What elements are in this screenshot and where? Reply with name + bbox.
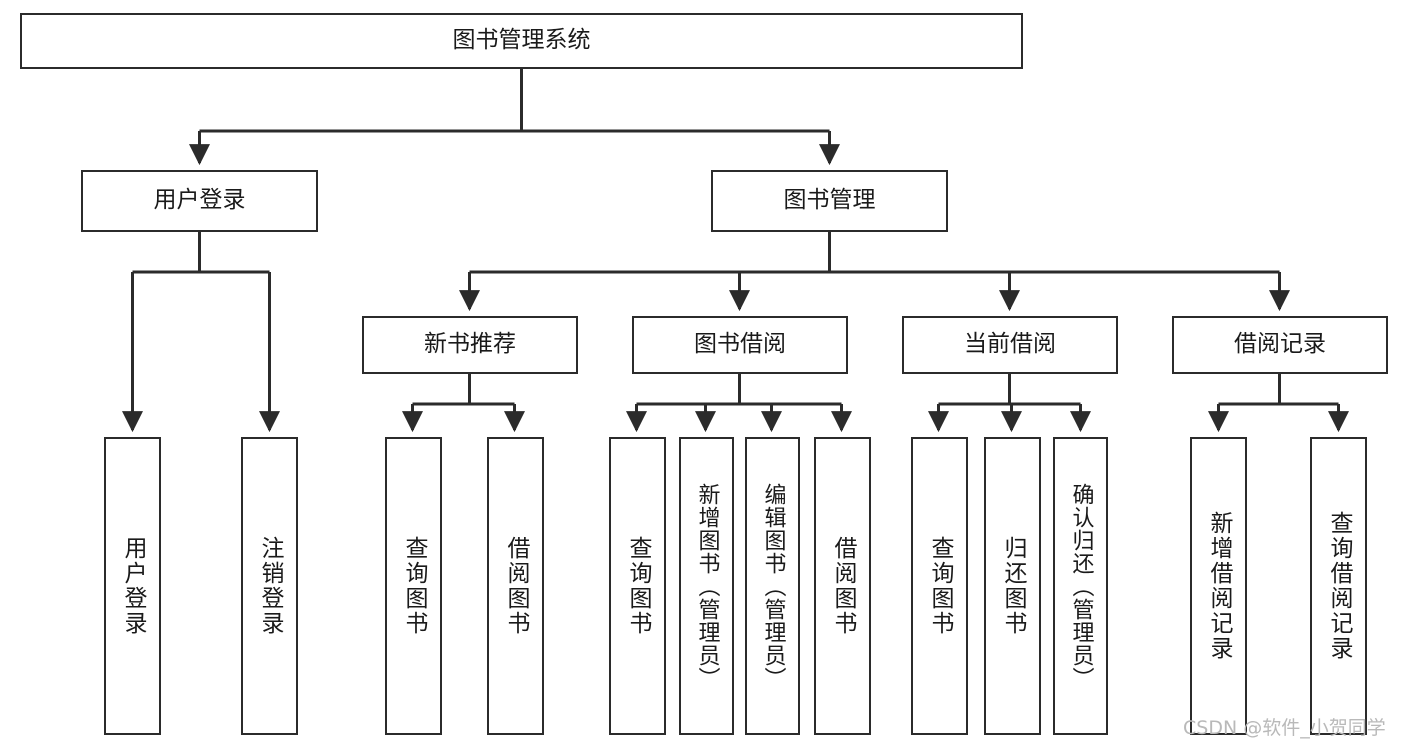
node-label: 借阅图书 (830, 536, 856, 636)
node-label: 新增图书（管理员） (694, 482, 720, 690)
node-root-system[interactable]: 图书管理系统 (20, 13, 1023, 69)
node-label: 用户登录 (153, 187, 246, 214)
node-label: 借阅记录 (1234, 331, 1326, 358)
watermark: CSDN @软件_小贺同学 (1183, 717, 1386, 739)
node-leaf-edit-book-admin[interactable]: 编辑图书（管理员） (745, 437, 800, 735)
node-book-manage[interactable]: 图书管理 (711, 170, 948, 232)
node-label: 新书推荐 (424, 331, 516, 358)
node-leaf-query-book-rec[interactable]: 查询图书 (385, 437, 442, 735)
node-leaf-borrow-book[interactable]: 借阅图书 (814, 437, 871, 735)
node-label: 查询图书 (927, 536, 953, 636)
node-label: 图书管理系统 (452, 27, 591, 54)
node-user-login[interactable]: 用户登录 (81, 170, 318, 232)
node-label: 用户登录 (120, 536, 146, 636)
node-label: 归还图书 (1000, 536, 1026, 636)
node-label: 注销登录 (257, 536, 283, 636)
node-leaf-add-book-admin[interactable]: 新增图书（管理员） (679, 437, 734, 735)
node-leaf-logout[interactable]: 注销登录 (241, 437, 298, 735)
node-leaf-borrow-book-rec[interactable]: 借阅图书 (487, 437, 544, 735)
node-leaf-return-book[interactable]: 归还图书 (984, 437, 1041, 735)
node-leaf-query-book-current[interactable]: 查询图书 (911, 437, 968, 735)
node-leaf-query-borrow-record[interactable]: 查询借阅记录 (1310, 437, 1367, 735)
node-leaf-confirm-return-admin[interactable]: 确认归还（管理员） (1053, 437, 1108, 735)
node-current-borrow[interactable]: 当前借阅 (902, 316, 1118, 374)
node-leaf-user-login[interactable]: 用户登录 (104, 437, 161, 735)
node-label: 查询图书 (401, 536, 427, 636)
node-label: 查询借阅记录 (1326, 511, 1352, 661)
node-label: 当前借阅 (964, 331, 1056, 358)
node-label: 编辑图书（管理员） (760, 482, 786, 690)
node-label: 图书借阅 (694, 331, 786, 358)
node-label: 借阅图书 (503, 536, 529, 636)
node-new-book-recommend[interactable]: 新书推荐 (362, 316, 578, 374)
node-leaf-add-borrow-record[interactable]: 新增借阅记录 (1190, 437, 1247, 735)
node-book-borrow[interactable]: 图书借阅 (632, 316, 848, 374)
node-label: 图书管理 (783, 187, 876, 214)
node-borrow-record[interactable]: 借阅记录 (1172, 316, 1388, 374)
node-leaf-query-book-borrow[interactable]: 查询图书 (609, 437, 666, 735)
node-label: 查询图书 (625, 536, 651, 636)
node-label: 确认归还（管理员） (1068, 482, 1094, 690)
node-label: 新增借阅记录 (1206, 511, 1232, 661)
